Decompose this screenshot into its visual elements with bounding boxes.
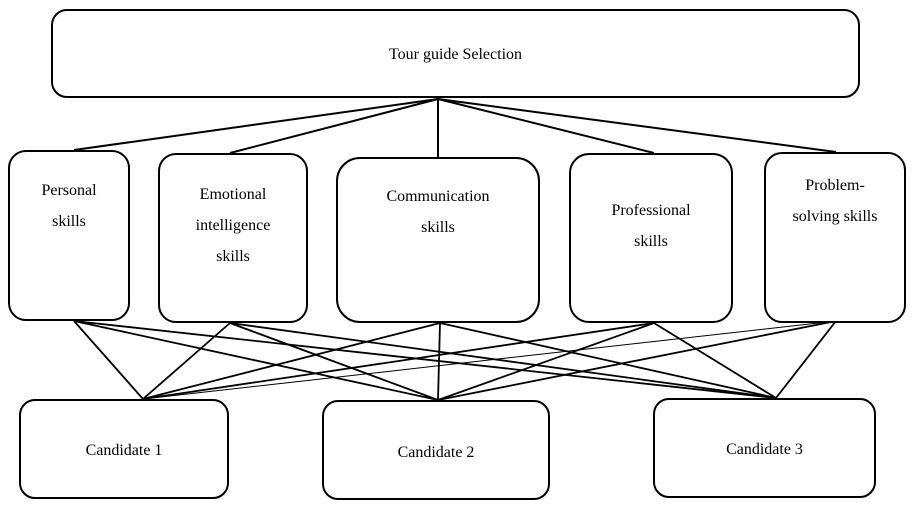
criterion-5-to-candidate-3-edge [775,320,837,399]
criterion-node-emotional-intelligence-skills: Emotional intelligence skills [158,153,308,323]
criterion-3-to-candidate-1-edge [142,322,441,400]
criterion-label: Problem- solving skills [792,177,878,225]
criterion-4-to-candidate-2-edge [437,322,655,401]
alternative-label: Candidate 3 [726,441,803,458]
criterion-2-to-candidate-2-edge [229,322,439,401]
criterion-5-to-candidate-2-edge [437,320,837,401]
goal-to-criterion-4-edge [437,98,655,154]
criterion-3-to-candidate-3-edge [439,322,777,399]
criterion-5-to-candidate-1-edge [142,320,837,400]
criterion-2-to-candidate-3-edge [229,322,777,399]
goal-label: Tour guide Selection [388,46,523,63]
criterion-label: Professional skills [611,202,691,250]
goal-to-criterion-1-edge [73,98,439,151]
alternative-label: Candidate 2 [397,444,475,461]
criterion-2-to-candidate-1-edge [142,322,231,400]
criterion-1-to-candidate-3-edge [73,320,777,399]
criterion-node-problem-solving-skills: Problem- solving skills [764,152,906,323]
criterion-4-to-candidate-1-edge [142,322,655,400]
goal-node: Tour guide Selection [51,9,860,98]
criterion-1-to-candidate-2-edge [73,320,439,401]
criterion-label: Personal skills [41,182,97,230]
criterion-node-communication-skills: Communication skills [336,157,540,323]
alternative-label: Candidate 1 [85,442,163,459]
goal-to-criterion-2-edge [229,98,439,154]
criterion-1-to-candidate-1-edge [73,320,144,400]
criterion-node-professional-skills: Professional skills [569,153,733,323]
criterion-label: Emotional intelligence skills [195,186,271,265]
criterion-3-to-candidate-2-edge [437,322,441,401]
criterion-4-to-candidate-3-edge [653,322,777,399]
alternative-node-candidate-1: Candidate 1 [19,399,229,499]
goal-to-criterion-5-edge [437,98,837,153]
criterion-node-personal-skills: Personal skills [8,150,130,321]
criterion-label: Communication skills [386,188,490,236]
alternative-node-candidate-2: Candidate 2 [322,400,550,500]
alternative-node-candidate-3: Candidate 3 [653,398,876,498]
